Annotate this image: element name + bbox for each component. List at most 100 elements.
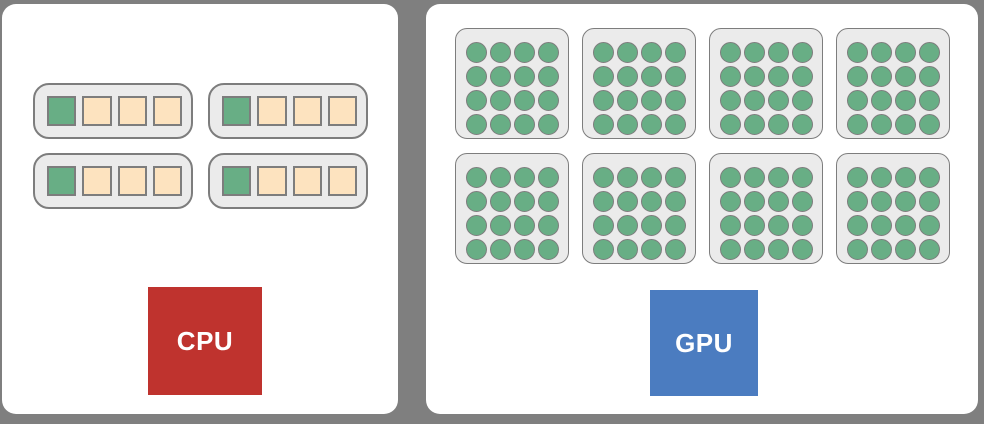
gpu-core bbox=[538, 66, 559, 87]
gpu-core bbox=[792, 239, 813, 260]
gpu-core-block bbox=[709, 28, 823, 139]
gpu-core-block bbox=[455, 28, 569, 139]
gpu-core bbox=[720, 42, 741, 63]
gpu-core bbox=[490, 90, 511, 111]
gpu-core bbox=[593, 42, 614, 63]
gpu-core bbox=[720, 167, 741, 188]
gpu-core bbox=[538, 191, 559, 212]
gpu-core bbox=[768, 215, 789, 236]
gpu-core bbox=[665, 90, 686, 111]
gpu-core-block bbox=[582, 153, 696, 264]
gpu-core bbox=[641, 42, 662, 63]
gpu-core bbox=[847, 167, 868, 188]
gpu-core bbox=[768, 42, 789, 63]
gpu-core bbox=[593, 167, 614, 188]
cpu-core-unit-active bbox=[222, 166, 252, 196]
gpu-core bbox=[792, 90, 813, 111]
gpu-core bbox=[720, 215, 741, 236]
cpu-core-unit bbox=[152, 166, 182, 196]
gpu-core bbox=[538, 114, 559, 135]
gpu-core bbox=[744, 191, 765, 212]
gpu-core bbox=[720, 90, 741, 111]
gpu-core bbox=[665, 215, 686, 236]
gpu-core bbox=[490, 66, 511, 87]
cpu-core-unit-active bbox=[47, 96, 77, 126]
gpu-core bbox=[919, 239, 940, 260]
cpu-core-unit bbox=[152, 96, 182, 126]
gpu-core bbox=[792, 191, 813, 212]
gpu-core bbox=[919, 114, 940, 135]
gpu-core bbox=[641, 239, 662, 260]
gpu-core bbox=[744, 239, 765, 260]
gpu-core bbox=[617, 167, 638, 188]
gpu-core bbox=[593, 114, 614, 135]
gpu-core bbox=[593, 66, 614, 87]
gpu-core bbox=[514, 239, 535, 260]
gpu-core bbox=[641, 215, 662, 236]
gpu-core bbox=[720, 191, 741, 212]
gpu-core bbox=[744, 215, 765, 236]
gpu-core bbox=[919, 191, 940, 212]
gpu-core bbox=[665, 167, 686, 188]
cpu-core-unit bbox=[257, 96, 287, 126]
gpu-core bbox=[895, 114, 916, 135]
gpu-core bbox=[617, 114, 638, 135]
gpu-core bbox=[792, 114, 813, 135]
gpu-core bbox=[744, 42, 765, 63]
gpu-core bbox=[792, 66, 813, 87]
gpu-core bbox=[895, 90, 916, 111]
gpu-core bbox=[919, 215, 940, 236]
cpu-core-unit bbox=[257, 166, 287, 196]
gpu-core bbox=[847, 90, 868, 111]
gpu-core bbox=[792, 167, 813, 188]
cpu-core-unit-active bbox=[47, 166, 77, 196]
gpu-core bbox=[665, 114, 686, 135]
cpu-core-group bbox=[33, 83, 193, 139]
gpu-core bbox=[768, 114, 789, 135]
gpu-core bbox=[919, 90, 940, 111]
gpu-core bbox=[538, 215, 559, 236]
gpu-core bbox=[617, 42, 638, 63]
cpu-core-unit bbox=[292, 166, 322, 196]
gpu-core bbox=[768, 191, 789, 212]
gpu-core bbox=[617, 239, 638, 260]
gpu-core bbox=[720, 239, 741, 260]
gpu-core bbox=[895, 42, 916, 63]
gpu-core bbox=[617, 191, 638, 212]
gpu-core bbox=[665, 191, 686, 212]
gpu-core-blocks bbox=[455, 28, 950, 264]
gpu-core bbox=[641, 191, 662, 212]
gpu-core-block bbox=[836, 28, 950, 139]
gpu-core bbox=[490, 215, 511, 236]
cpu-core-unit bbox=[327, 96, 357, 126]
gpu-core bbox=[847, 114, 868, 135]
gpu-core bbox=[744, 90, 765, 111]
gpu-core bbox=[466, 66, 487, 87]
gpu-core bbox=[665, 42, 686, 63]
gpu-core bbox=[466, 167, 487, 188]
gpu-core bbox=[871, 191, 892, 212]
cpu-core-group bbox=[208, 83, 368, 139]
cpu-core-group bbox=[33, 153, 193, 209]
gpu-core bbox=[641, 90, 662, 111]
gpu-core bbox=[617, 215, 638, 236]
gpu-core bbox=[593, 215, 614, 236]
gpu-core bbox=[768, 239, 789, 260]
gpu-core-block bbox=[455, 153, 569, 264]
gpu-core-block bbox=[709, 153, 823, 264]
gpu-core bbox=[466, 42, 487, 63]
gpu-core bbox=[895, 66, 916, 87]
gpu-core bbox=[466, 215, 487, 236]
gpu-core bbox=[593, 90, 614, 111]
gpu-core bbox=[895, 215, 916, 236]
gpu-core bbox=[514, 215, 535, 236]
gpu-core bbox=[514, 114, 535, 135]
gpu-core bbox=[514, 167, 535, 188]
gpu-core bbox=[538, 167, 559, 188]
gpu-core bbox=[514, 90, 535, 111]
gpu-core bbox=[744, 66, 765, 87]
gpu-core bbox=[490, 42, 511, 63]
gpu-core bbox=[641, 114, 662, 135]
gpu-core bbox=[871, 114, 892, 135]
